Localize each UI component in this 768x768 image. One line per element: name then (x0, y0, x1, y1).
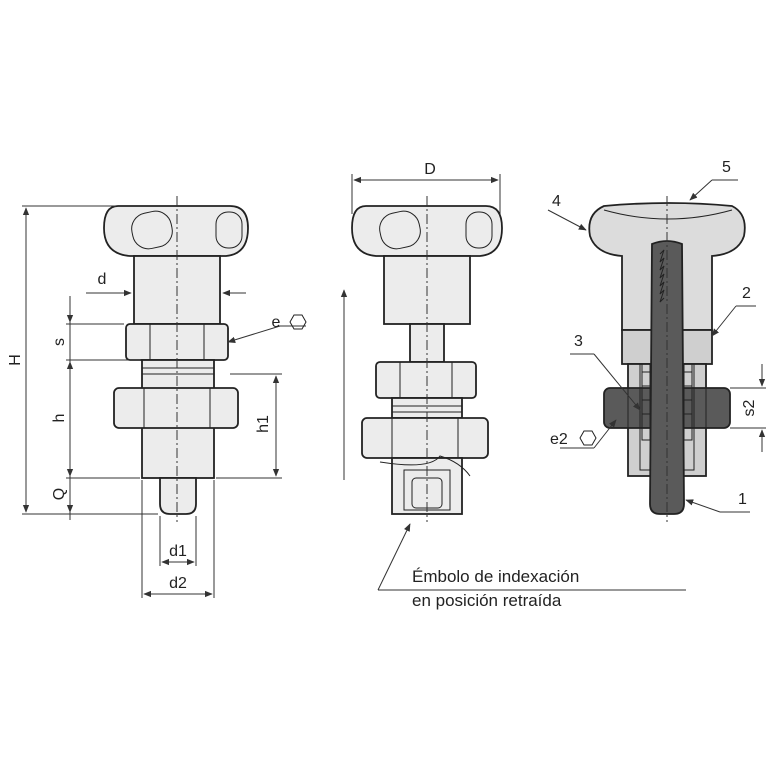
right-view-section: 4 5 2 3 1 s2 e2 (547, 159, 766, 522)
label-part-5: 5 (722, 159, 731, 176)
label-part-3: 3 (574, 333, 583, 350)
hexagon-icon (579, 430, 597, 446)
hexagon-icon (289, 314, 307, 330)
label-s2: s2 (741, 399, 758, 416)
label-D: D (424, 161, 436, 178)
label-H: H (7, 354, 24, 366)
label-d1: d1 (169, 543, 187, 560)
knob-middle (351, 205, 503, 257)
hex-nut-upper-middle (375, 361, 477, 399)
label-e: e (272, 314, 281, 331)
label-d: d (98, 271, 107, 288)
label-part-1: 1 (738, 491, 747, 508)
label-s: s (51, 338, 68, 346)
label-part-2: 2 (742, 285, 751, 302)
label-h: h (51, 414, 68, 423)
label-d2: d2 (169, 575, 187, 592)
knob-left (103, 205, 249, 257)
caption-line-1: Émbolo de indexación (412, 567, 579, 586)
left-view: H s h Q h1 d e d1 d2 (7, 196, 307, 598)
label-part-4: 4 (552, 193, 561, 210)
plunger-pin-left (159, 477, 197, 515)
label-Q: Q (51, 488, 68, 500)
label-e2: e2 (550, 431, 568, 448)
hex-nut-lower-middle (361, 417, 489, 459)
hex-nut-lower-left (113, 387, 239, 429)
middle-view: D Émbolo de indexación en posición retra… (340, 161, 686, 610)
caption-line-2: en posición retraída (412, 591, 562, 610)
label-h1: h1 (255, 415, 272, 433)
